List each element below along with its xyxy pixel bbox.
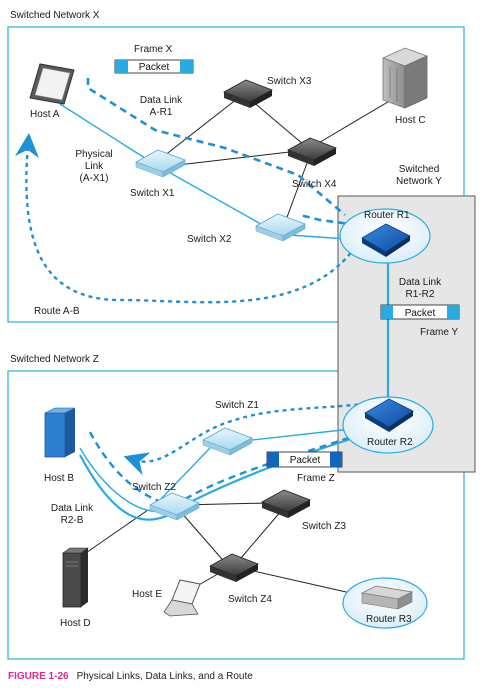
frame-z: Packet [266,451,343,468]
router-r2-label: Router R2 [367,437,413,448]
switch-x4-label: Switch X4 [292,179,337,190]
switch-x2-icon [255,213,306,242]
frame-x-label: Frame X [134,44,173,55]
route-a-b-label: Route A-B [34,306,80,317]
router-r3-icon [360,585,414,610]
host-c-server-icon [381,47,429,109]
host-d-tower-icon [62,547,89,608]
figure-number: FIGURE 1-26 [8,671,69,682]
host-a-tablet-icon [29,63,75,105]
switch-x3-icon [223,79,273,108]
switch-z1-label: Switch Z1 [215,400,259,411]
host-d-label: Host D [60,618,91,629]
host-a-label: Host A [30,109,60,120]
switch-z1-icon [202,427,253,456]
host-b-server-icon [44,407,76,458]
host-c-label: Host C [395,115,426,126]
switched-network-z-title: Switched Network Z [10,354,99,365]
switch-z2-icon [149,492,200,521]
router-r1-label: Router R1 [364,210,410,221]
blue-links [59,103,390,521]
frame-y-label: Frame Y [420,327,458,338]
frame-z-label: Frame Z [297,473,335,484]
switch-z4-icon [209,553,259,582]
switch-z3-icon [261,489,311,518]
switch-z3-label: Switch Z3 [302,521,346,532]
frame-x: Packet [114,59,194,74]
host-e-laptop-icon [163,579,201,617]
router-r1-icon [361,223,411,257]
host-e-label: Host E [132,589,162,600]
switched-network-x-title: Switched Network X [10,10,100,21]
switch-z4-label: Switch Z4 [228,594,272,605]
router-r3-label: Router R3 [366,614,412,625]
switch-x1-icon [135,149,186,178]
frame-y-packet: Packet [405,308,436,319]
frame-x-packet: Packet [139,62,170,73]
frame-y: Packet [380,304,460,320]
switch-x3-label: Switch X3 [267,76,312,87]
figure-caption-text: Physical Links, Data Links, and a Route [76,671,253,682]
router-r2-icon [364,398,414,432]
figure-caption: FIGURE 1-26 Physical Links, Data Links, a… [8,671,253,682]
switch-x1-label: Switch X1 [130,188,175,199]
switch-x4-icon [287,137,337,166]
host-b-label: Host B [44,473,74,484]
frame-z-packet: Packet [290,455,321,466]
switch-z2-label: Switch Z2 [132,482,176,493]
switch-x2-label: Switch X2 [187,234,232,245]
